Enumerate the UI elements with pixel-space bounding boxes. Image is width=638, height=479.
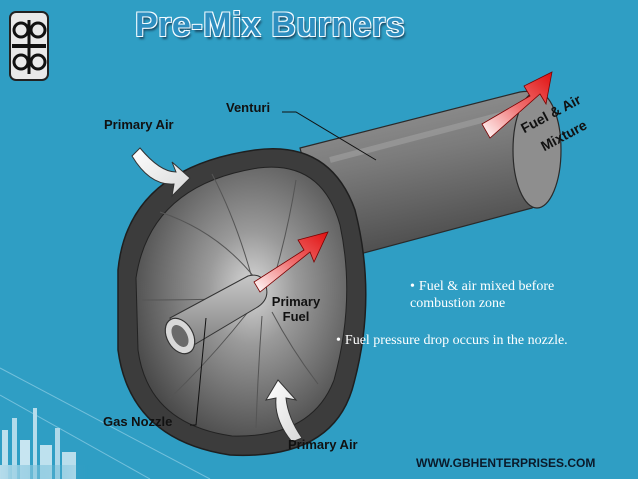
bullet-pressure-drop: •Fuel pressure drop occurs in the nozzle… [336, 332, 636, 349]
primary-fuel-line1: Primary [271, 294, 321, 309]
bullet-mixing: •Fuel & air mixed before combustion zone [410, 278, 630, 312]
gbh-logo-icon [9, 11, 49, 81]
primary-air-top-label: Primary Air [104, 117, 174, 132]
gas-nozzle-leader [190, 317, 207, 426]
website-link[interactable]: WWW.GBHENTERPRISES.COM [416, 456, 596, 470]
primary-air-arrow-bottom [264, 379, 303, 443]
bullet-dot: • [410, 279, 415, 294]
mixture-outlet-arrow [481, 71, 553, 139]
venturi-leader [282, 111, 377, 161]
primary-fuel-label: Primary Fuel [262, 294, 330, 324]
venturi-label: Venturi [226, 100, 271, 115]
page-title: Pre-Mix Burners [135, 6, 406, 44]
bullet-pressure-line1: Fuel pressure drop occurs in the nozzle. [344, 333, 568, 348]
primary-air-bottom-label: Primary Air [288, 437, 358, 452]
primary-fuel-line2: Fuel [282, 309, 310, 324]
bullet-dot: • [336, 333, 341, 348]
primary-fuel-arrow [253, 231, 329, 293]
bullet-mixing-line1: Fuel & air mixed before [418, 279, 555, 294]
bullet-mixing-line2: combustion zone [410, 296, 506, 311]
gas-nozzle-label: Gas Nozzle [103, 414, 173, 429]
refinery-decor [0, 367, 211, 479]
primary-air-arrow-top [131, 147, 191, 198]
